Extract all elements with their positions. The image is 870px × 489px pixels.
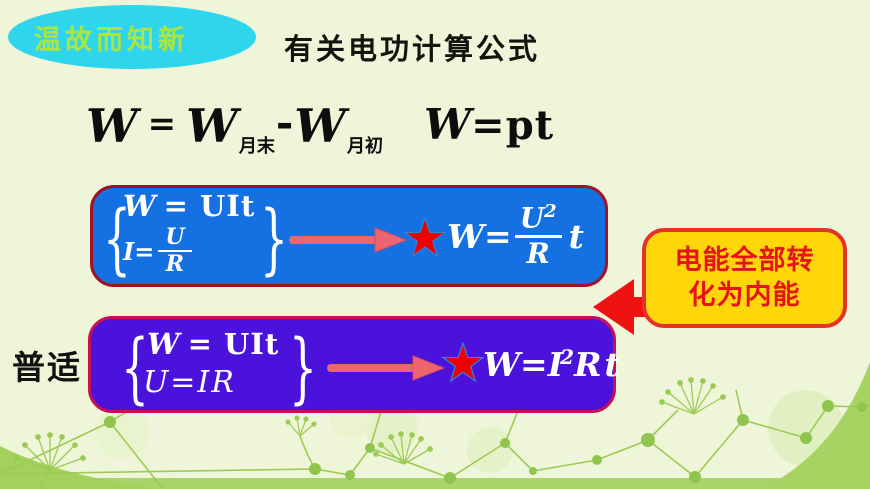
- formula-monthly-equals: =: [147, 104, 177, 144]
- arrow-right-icon: [289, 227, 407, 253]
- purple-eq1-rhs: = UIt: [187, 327, 280, 361]
- review-badge: 温故而知新: [8, 5, 256, 69]
- formula-monthly-energy: W=W月末-W月初: [86, 98, 383, 158]
- blue-eq1-lhs: W: [123, 189, 156, 223]
- page-title: 有关电功计算公式: [284, 34, 541, 66]
- twig-decor: [285, 415, 317, 437]
- purple-left-brace: {: [121, 324, 149, 414]
- purple-result-resistance: R: [574, 345, 602, 384]
- dandelion-burst-2: [659, 377, 726, 415]
- formula-monthly-minus: -: [275, 98, 294, 147]
- corner-right-shape: [762, 362, 870, 489]
- formula-monthly-sub1: 月末: [238, 136, 275, 156]
- bottom-band: [0, 478, 870, 489]
- network-dots: [104, 400, 867, 484]
- formula-power-time: W=pt: [424, 100, 554, 149]
- formula-power-lhs: W: [424, 100, 472, 149]
- blue-eq1-rhs: = UIt: [163, 189, 256, 223]
- formula-monthly-sub2: 月初: [346, 136, 383, 156]
- star-icon: [441, 342, 485, 383]
- formula-monthly-term1: W: [186, 99, 238, 153]
- blue-right-brace: }: [260, 195, 288, 285]
- purple-result-lhs: W=: [483, 345, 548, 384]
- purple-eq-uir: U=IR: [143, 365, 236, 400]
- purple-result-current: I2: [547, 345, 575, 384]
- formula-monthly-lhs: W: [86, 99, 138, 153]
- blue-result-formula: W= U2 R t: [447, 188, 584, 284]
- purple-result-exponent: 2: [560, 345, 575, 369]
- blue-eq2-denominator: R: [165, 251, 185, 278]
- universal-label: 普适: [12, 349, 82, 386]
- blue-eq-ohm: I= U R: [123, 225, 192, 278]
- blue-eq-wuit: W= UIt: [123, 189, 255, 224]
- purple-eq-wuit: W= UIt: [147, 327, 279, 362]
- blue-derivation-box: { W= UIt I= U R } W= U2 R t: [90, 185, 608, 287]
- blue-eq2-lhs: I=: [123, 236, 155, 266]
- purple-eq2: U=IR: [143, 365, 236, 400]
- purple-right-brace: }: [289, 324, 317, 414]
- blue-eq2-fraction: U R: [158, 225, 192, 278]
- corner-left-shape: [0, 446, 160, 489]
- formula-power-rhs: =pt: [471, 102, 555, 149]
- note-line-2: 化为内能: [688, 280, 801, 310]
- purple-result-formula: W= I2 R t: [483, 319, 620, 410]
- blue-result-numerator: U2: [514, 201, 562, 239]
- arrow-left-icon: [593, 279, 651, 335]
- blue-eq2-numerator: U: [158, 225, 192, 253]
- star-icon: [403, 217, 447, 258]
- blue-result-fraction: U2 R: [514, 201, 562, 271]
- blue-result-exponent: 2: [544, 201, 557, 223]
- purple-eq1-lhs: W: [147, 327, 180, 361]
- blue-result-time: t: [568, 216, 584, 256]
- blue-result-lhs: W=: [447, 216, 512, 256]
- review-badge-label: 温故而知新: [34, 24, 189, 56]
- purple-result-time: t: [604, 345, 620, 384]
- purple-derivation-box: { W= UIt U=IR } W= I2 R t: [88, 316, 620, 414]
- blue-left-brace: {: [103, 195, 131, 285]
- arrow-right-icon: [327, 355, 445, 381]
- blue-result-denominator: R: [526, 237, 550, 271]
- note-line-1: 电能全部转: [674, 245, 815, 275]
- heat-conversion-note: 电能全部转 化为内能: [642, 228, 847, 328]
- formula-monthly-term2: W: [294, 99, 346, 153]
- dandelion-burst-1: [373, 431, 433, 465]
- dandelion-burst-3: [14, 432, 86, 489]
